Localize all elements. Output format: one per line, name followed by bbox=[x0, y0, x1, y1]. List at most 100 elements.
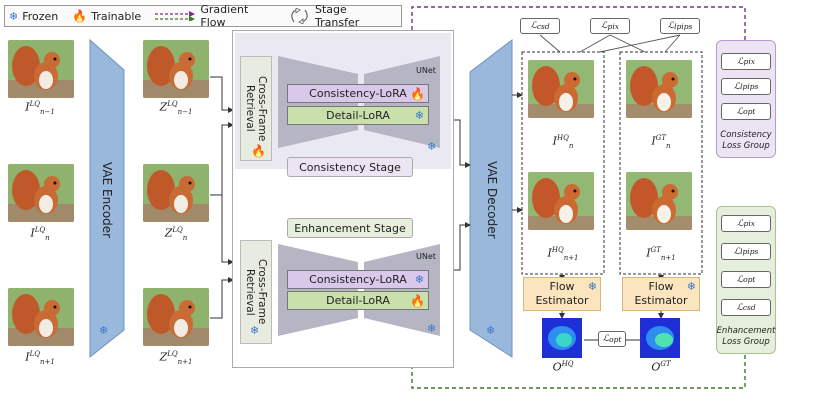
top-retrieval: Cross-Frame Retrieval bbox=[240, 56, 272, 161]
vae-encoder: VAE Encoder bbox=[92, 110, 122, 290]
hq-image-next bbox=[528, 172, 594, 230]
legend-gradient-flow: Gradient Flow bbox=[155, 3, 275, 29]
flame-icon: 🔥 bbox=[410, 86, 425, 101]
label-latent-next: ZLQn+1 bbox=[159, 350, 193, 366]
legend-trainable-label: Trainable bbox=[91, 9, 142, 23]
legend-stage-transfer: Stage Transfer bbox=[289, 3, 393, 29]
bottom-consistency-lora-label: Consistency-LoRA bbox=[309, 273, 407, 286]
snowflake-icon: ❄ bbox=[99, 324, 109, 337]
flow-map-hq bbox=[542, 318, 582, 358]
input-image-next bbox=[8, 288, 74, 346]
legend-gradient-flow-label: Gradient Flow bbox=[200, 3, 249, 29]
label-hq-cur: IHQn bbox=[552, 134, 574, 150]
enhancement-stage-label: Enhancement Stage bbox=[294, 221, 406, 235]
label-input-prev: ILQn−1 bbox=[25, 100, 55, 116]
flame-icon: 🔥 bbox=[72, 9, 88, 23]
snowflake-icon: ❄ bbox=[9, 9, 19, 23]
vae-decoder: VAE Decoder bbox=[476, 110, 508, 290]
label-input-next: ILQn+1 bbox=[25, 350, 55, 366]
label-gt-cur: IGTn bbox=[651, 134, 671, 150]
vae-encoder-label: VAE Encoder bbox=[100, 161, 114, 239]
enhancement-stage: Enhancement Stage bbox=[287, 218, 413, 238]
green-gradient-path bbox=[407, 354, 746, 389]
squirrel-image bbox=[8, 164, 74, 222]
latent-image-next bbox=[143, 288, 209, 346]
snowflake-icon: ❄ bbox=[250, 324, 260, 337]
bottom-retrieval-label: Cross-Frame Retrieval bbox=[244, 259, 268, 325]
label-flow-gt: OGT bbox=[651, 360, 671, 374]
flow-estimator-hq: Flow Estimator ❄ bbox=[523, 277, 601, 311]
squirrel-image bbox=[143, 40, 209, 98]
label-hq-next: IHQn+1 bbox=[547, 246, 579, 262]
stage-transfer-icon bbox=[291, 8, 309, 24]
input-image-prev bbox=[8, 40, 74, 98]
top-detail-lora: Detail-LoRA ❄ bbox=[287, 106, 429, 125]
legend-stage-transfer-label: Stage Transfer bbox=[315, 3, 360, 29]
top-retrieval-label: Cross-Frame Retrieval bbox=[244, 75, 268, 142]
flow-map-gt bbox=[640, 318, 680, 358]
flow-estimator-gt: Flow Estimator ❄ bbox=[622, 277, 700, 311]
squirrel-image bbox=[8, 40, 74, 98]
bottom-unet-label: UNet bbox=[416, 252, 436, 261]
top-consistency-lora-label: Consistency-LoRA bbox=[309, 87, 407, 100]
legend-trainable: 🔥 Trainable bbox=[72, 9, 141, 23]
vae-decoder-shape bbox=[469, 38, 513, 358]
flame-icon: 🔥 bbox=[410, 293, 425, 308]
top-consistency-lora: Consistency-LoRA 🔥 bbox=[287, 84, 429, 103]
squirrel-image bbox=[626, 60, 692, 118]
snowflake-icon: ❄ bbox=[486, 324, 496, 337]
purple-gradient-path bbox=[407, 6, 746, 43]
top-unet-label: UNet bbox=[416, 66, 436, 75]
legend-frozen-label: Frozen bbox=[22, 9, 59, 23]
squirrel-image bbox=[528, 60, 594, 118]
latent-image-prev bbox=[143, 40, 209, 98]
squirrel-image bbox=[143, 164, 209, 222]
bottom-consistency-lora: Consistency-LoRA ❄ bbox=[287, 270, 429, 289]
consistency-stage-label: Consistency Stage bbox=[299, 160, 401, 174]
bottom-unet-shape bbox=[278, 244, 440, 336]
label-latent-cur: ZLQn bbox=[164, 226, 188, 242]
snowflake-icon: ❄ bbox=[427, 322, 437, 335]
snowflake-icon: ❄ bbox=[686, 280, 696, 293]
bottom-detail-lora: Detail-LoRA 🔥 bbox=[287, 291, 429, 310]
top-detail-lora-label: Detail-LoRA bbox=[326, 109, 390, 122]
squirrel-image bbox=[626, 172, 692, 230]
snowflake-icon: ❄ bbox=[414, 109, 424, 122]
hq-image-cur bbox=[528, 60, 594, 118]
flow-estimator-hq-label: Flow Estimator bbox=[535, 280, 589, 307]
snowflake-icon: ❄ bbox=[414, 273, 424, 286]
input-image-cur bbox=[8, 164, 74, 222]
label-latent-prev: ZLQn−1 bbox=[159, 100, 193, 116]
flame-icon: 🔥 bbox=[251, 144, 266, 158]
gradient-flow-arrow-icon bbox=[155, 11, 196, 21]
latent-image-cur bbox=[143, 164, 209, 222]
bottom-retrieval: Cross-Frame Retrieval bbox=[240, 240, 272, 344]
squirrel-image bbox=[143, 288, 209, 346]
snowflake-icon: ❄ bbox=[427, 140, 437, 153]
vae-decoder-label: VAE Decoder bbox=[485, 161, 499, 239]
label-input-cur: ILQn bbox=[30, 226, 50, 242]
squirrel-image bbox=[8, 288, 74, 346]
label-flow-hq: OHQ bbox=[552, 360, 574, 374]
vae-encoder-shape bbox=[89, 38, 125, 359]
label-gt-next: IGTn+1 bbox=[646, 246, 676, 262]
legend: ❄ Frozen 🔥 Trainable Gradient Flow Stag bbox=[4, 3, 402, 29]
gt-image-next bbox=[626, 172, 692, 230]
gt-image-cur bbox=[626, 60, 692, 118]
hq-group-frame bbox=[521, 51, 605, 275]
legend-frozen: ❄ Frozen bbox=[9, 10, 58, 23]
snowflake-icon: ❄ bbox=[587, 280, 597, 293]
